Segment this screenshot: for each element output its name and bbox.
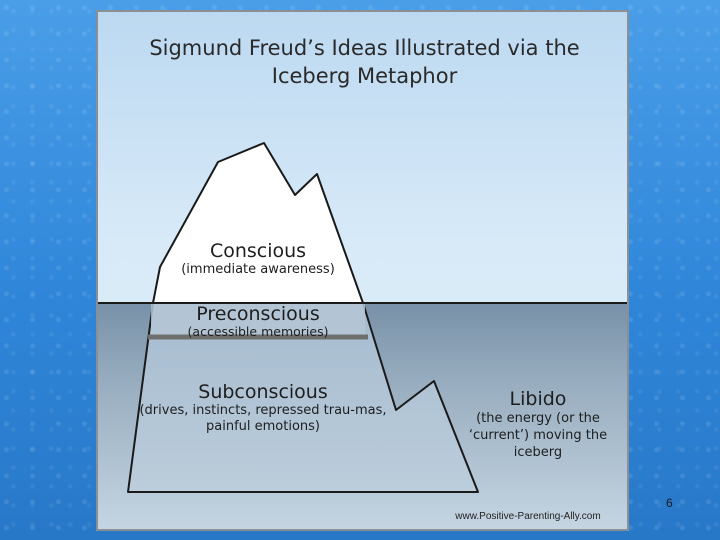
conscious-label: Conscious (209, 240, 307, 262)
preconscious-description: (accessible memories) (187, 324, 329, 339)
subconscious-label: Subconscious (198, 381, 328, 403)
title-line-1: Sigmund Freud’s Ideas Illustrated via th… (149, 36, 580, 60)
title-line-2: Iceberg Metaphor (271, 64, 458, 88)
conscious-label-group: Conscious (immediate awareness) (138, 240, 378, 278)
subconscious-description: (drives, instincts, repressed trau-mas, … (139, 403, 387, 434)
conscious-description: (immediate awareness) (181, 262, 335, 277)
libido-label: Libido (509, 388, 567, 410)
iceberg-diagram (98, 142, 627, 529)
libido-label-group: Libido (the energy (or the ‘current’) mo… (458, 388, 618, 461)
preconscious-band (151, 304, 365, 336)
source-credit: www.Positive-Parenting-Ally.com (455, 511, 601, 522)
iceberg-tip (152, 142, 364, 304)
subconscious-label-group: Subconscious (drives, instincts, repress… (128, 381, 398, 435)
slide-title: Sigmund Freud’s Ideas Illustrated via th… (98, 34, 627, 90)
preconscious-label-group: Preconscious (accessible memories) (138, 303, 378, 339)
slide-panel: Sigmund Freud’s Ideas Illustrated via th… (96, 10, 629, 531)
preconscious-label: Preconscious (196, 303, 320, 325)
libido-description: (the energy (or the ‘current’) moving th… (468, 411, 608, 460)
page-number: 6 (666, 496, 673, 510)
